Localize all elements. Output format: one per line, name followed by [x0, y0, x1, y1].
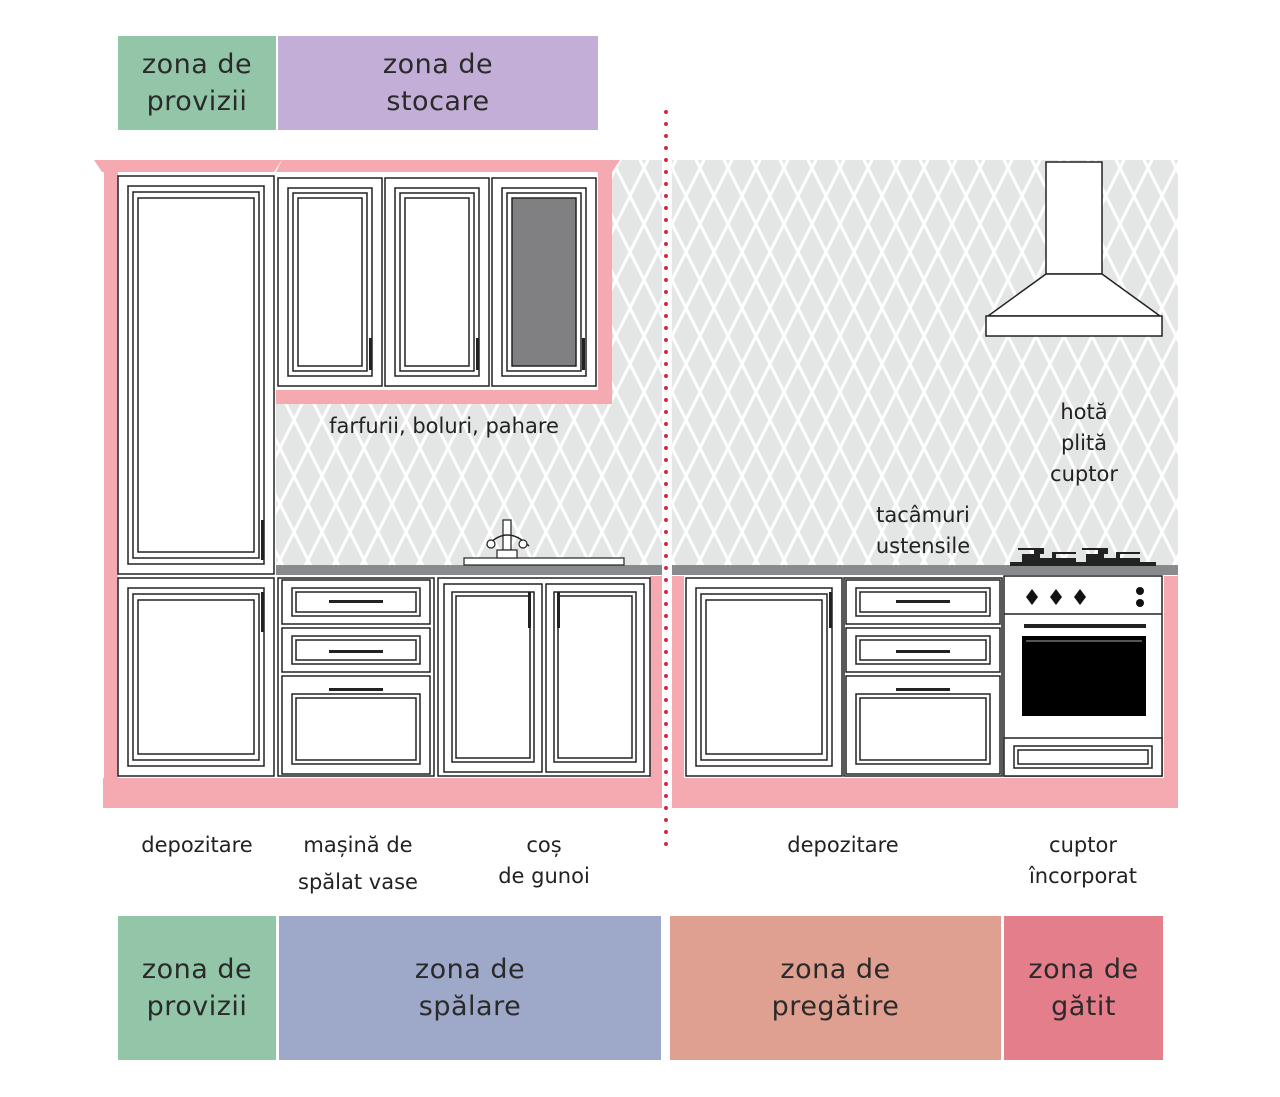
zone-label-line: zona de [382, 49, 494, 80]
label-text: depozitare [141, 833, 253, 857]
cutlery-drawers [843, 577, 1003, 777]
label-text: încorporat [1028, 864, 1138, 888]
label-text: coș [526, 833, 562, 857]
zone-label-line: provizii [146, 86, 248, 117]
zone-label-line: zona de [414, 954, 526, 985]
range-hood [985, 161, 1163, 337]
label-cos-de-gunoi: coș de gunoi [460, 830, 628, 892]
label-tacamuri-ustensile: tacâmuri ustensile [848, 500, 998, 562]
label-text: depozitare [787, 833, 899, 857]
label-depozitare-right: depozitare [740, 830, 946, 861]
zone-label-line: zona de [141, 954, 253, 985]
top-zone-provizii: zona de provizii [118, 36, 276, 130]
label-text: plită [1060, 431, 1108, 455]
label-hota-plita-cuptor: hotă plită cuptor [1020, 397, 1148, 490]
wall-tiles-left-lower [276, 404, 662, 570]
left-countertop [276, 519, 662, 575]
bottom-zone-gatit: zona de gătit [1004, 916, 1163, 1060]
right-storage-cabinet [685, 577, 843, 777]
tall-pantry-cabinet [117, 175, 275, 777]
label-depozitare-left: depozitare [118, 830, 276, 861]
label-text: hotă [1060, 400, 1108, 424]
label-text: spălat vase [298, 870, 418, 894]
label-text: farfurii, boluri, pahare [329, 414, 559, 438]
pink-accent-frames [94, 160, 1178, 808]
label-masina-de-spalat-vase: mașină de spălat vase [278, 830, 438, 898]
zone-label-line: provizii [146, 991, 248, 1022]
bottom-zone-spalare: zona de spălare [279, 916, 661, 1060]
label-text: de gunoi [498, 864, 590, 888]
zone-label-line: gătit [1051, 991, 1116, 1022]
label-text: tacâmuri [876, 503, 970, 527]
label-text: cuptor [1050, 462, 1118, 486]
zone-label-line: stocare [386, 86, 490, 117]
label-text: ustensile [875, 534, 971, 558]
zone-label-line: zona de [141, 49, 253, 80]
zone-label-line: zona de [780, 954, 891, 985]
zone-label-line: zona de [1028, 954, 1139, 985]
label-text: mașină de [303, 833, 413, 857]
dishwasher-cabinet [277, 577, 435, 777]
label-text: cuptor [1049, 833, 1117, 857]
bottom-zone-provizii: zona de provizii [118, 916, 276, 1060]
zone-label-line: spălare [418, 991, 522, 1022]
bottom-zone-pregatire: zona de pregătire [670, 916, 1001, 1060]
top-zone-stocare: zona de stocare [278, 36, 598, 130]
zone-label-line: pregătire [771, 991, 900, 1022]
waste-cabinet [437, 577, 651, 777]
oven-unit [1003, 548, 1163, 777]
right-countertop [672, 565, 1178, 575]
label-cuptor-incorporat: cuptor încorporat [1004, 830, 1162, 892]
label-farfurii: farfurii, boluri, pahare [286, 411, 602, 442]
upper-cabinets [277, 177, 597, 387]
